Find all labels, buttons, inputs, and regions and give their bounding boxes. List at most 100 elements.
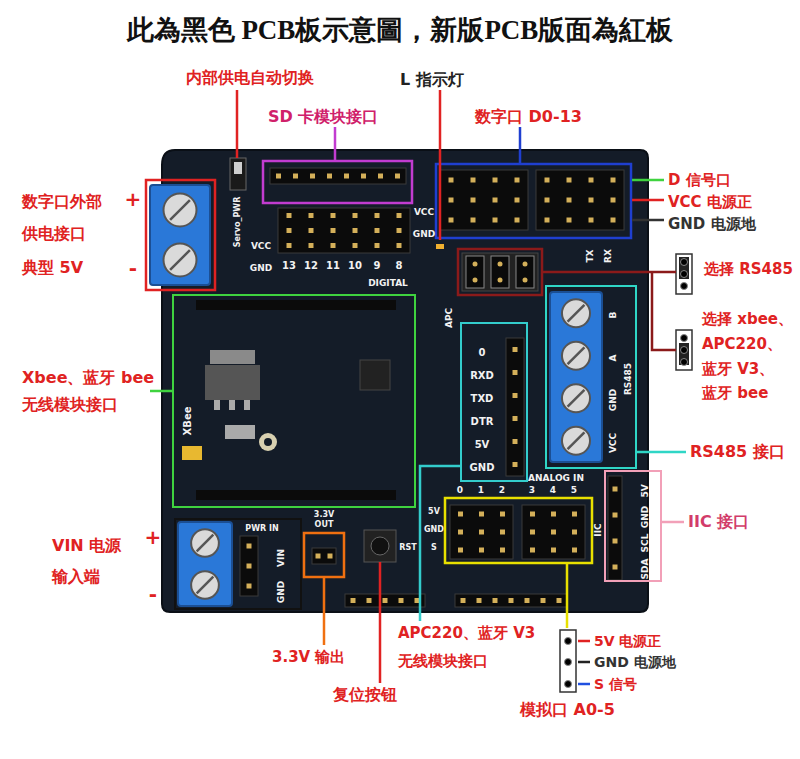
silkscreen-label: S [431, 543, 437, 552]
silkscreen-label: XBee [182, 407, 193, 436]
callout-label: Xbee、蓝牙 bee [22, 369, 154, 387]
header-pin [545, 218, 550, 223]
callout-label: GND 电源地 [668, 216, 756, 233]
header-pin [383, 598, 388, 603]
callout-box: 0RXDTXDDTR5VGND [460, 322, 528, 482]
callout-label: 5V 电源正 [594, 633, 661, 649]
callout-label: + [125, 188, 142, 211]
header-pin [513, 416, 518, 421]
header-pin [611, 178, 616, 183]
pin-header [440, 170, 528, 230]
slide-switch [230, 158, 246, 190]
pin-dot [681, 259, 688, 266]
silkscreen-label: 5V [475, 438, 490, 449]
screw-slot [170, 200, 190, 220]
silkscreen-label: RX [603, 249, 613, 263]
callout-label: + [145, 526, 162, 549]
callout-label: APC220、 [702, 336, 782, 353]
silkscreen-label: TXD [471, 392, 494, 403]
screw-slot [568, 390, 585, 407]
callout-box: BAGNDVCCRS485 [545, 285, 637, 469]
pin-header [270, 168, 406, 184]
header-pin [500, 512, 505, 517]
header-pin [493, 218, 498, 223]
leader-line [578, 640, 590, 643]
callout-label: - [129, 257, 137, 280]
jumper-pin [498, 262, 503, 267]
pin-header [522, 505, 585, 559]
callout-box: XBee [172, 294, 416, 508]
terminal-block [178, 522, 232, 606]
pin-dot [681, 359, 688, 366]
jumper-cap [516, 256, 534, 288]
silkscreen-label: DIGITAL [368, 278, 408, 288]
mount-hole [259, 433, 277, 451]
silkscreen-label: SDA [641, 559, 651, 580]
header-pin [361, 174, 366, 179]
header-pin [395, 174, 400, 179]
silkscreen-label: 13 [282, 260, 296, 272]
callout-label: APC220、蓝牙 V3 [398, 625, 535, 642]
header-pin [353, 243, 358, 248]
pin-dot [565, 681, 572, 688]
reset-button [364, 530, 396, 562]
callout-label: 模拟口 A0-5 [520, 701, 615, 719]
header-pin [557, 598, 562, 603]
terminal-screw [562, 299, 590, 327]
leader-line [519, 127, 522, 164]
leader-line [150, 390, 172, 393]
silkscreen-label: RST [399, 543, 416, 552]
header-pin [545, 178, 550, 183]
header-pin [525, 598, 530, 603]
jumper-cap [491, 256, 509, 288]
callout-label: 无线模块接口 [22, 396, 118, 414]
screw-slot [170, 250, 190, 270]
header-pin [344, 174, 349, 179]
header-pin [309, 213, 314, 218]
leader-line [578, 661, 590, 664]
header-pin [316, 554, 321, 559]
callout-label: IIC 接口 [688, 513, 749, 531]
callout-label: S 信号 [594, 676, 637, 692]
header-pin [572, 512, 577, 517]
pin-header [450, 505, 513, 559]
header-pin [613, 513, 618, 518]
terminal-screw [562, 342, 590, 370]
header-pin [530, 530, 535, 535]
callout-label: 无线模块接口 [398, 653, 488, 670]
leader-line [334, 127, 337, 161]
pin-header [506, 338, 524, 476]
terminal-screw [562, 427, 590, 455]
xbee-socket [196, 300, 396, 310]
silkscreen-label: 4 [550, 485, 556, 495]
header-pin [247, 564, 252, 569]
header-pin [449, 218, 454, 223]
leader-line [323, 577, 326, 645]
callout-label: 供电接口 [22, 225, 86, 243]
callout-label: RS485 接口 [690, 443, 785, 461]
silkscreen-label: 10 [348, 260, 362, 272]
silkscreen-label: 5V [641, 484, 651, 497]
header-pin [331, 213, 336, 218]
header-pin [378, 174, 383, 179]
silkscreen-label: APC [444, 308, 454, 328]
callout-label: - [149, 583, 157, 606]
leader-line [632, 199, 664, 202]
header-pin [500, 548, 505, 553]
terminal-block [150, 185, 210, 285]
header-pin [276, 174, 281, 179]
callout-label: 数字口 D0-13 [475, 108, 582, 126]
pin-header [536, 170, 624, 230]
silkscreen-label: PWR IN [245, 525, 278, 534]
pin-header [278, 208, 410, 253]
pin-icon [676, 330, 692, 370]
header-pin [572, 548, 577, 553]
callout-label: 3.3V 输出 [272, 649, 345, 666]
callout-label: 典型 5V [22, 259, 83, 277]
header-pin [515, 198, 520, 203]
header-pin [287, 243, 292, 248]
leader-line [236, 90, 239, 158]
pin-icon [676, 254, 692, 294]
terminal-screw [164, 244, 197, 277]
pin-header [312, 548, 336, 564]
